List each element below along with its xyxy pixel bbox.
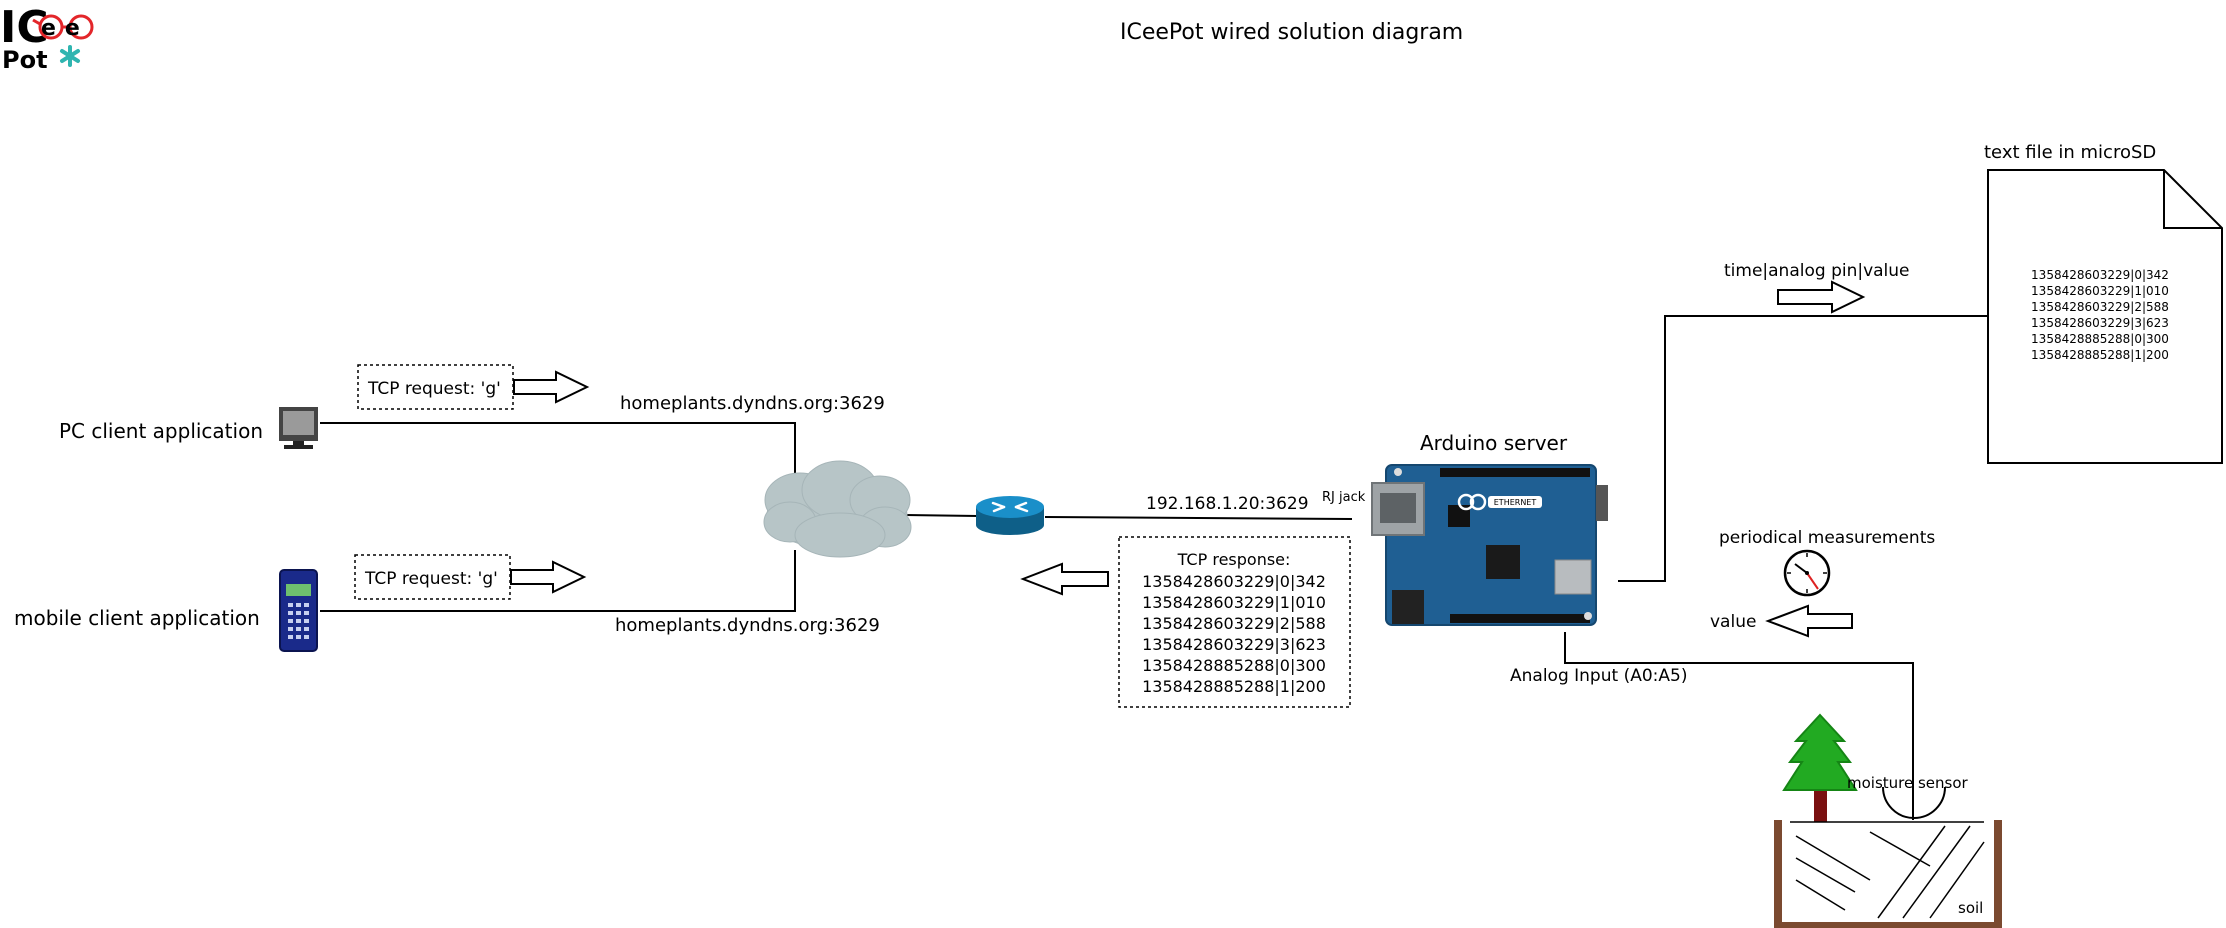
mobile-request-text: TCP request: 'g' [364,569,498,589]
tcp-response-line: 1358428603229|0|342 [1142,572,1326,591]
mobile-client-label: mobile client application [14,606,260,630]
file-format-label: time|analog pin|value [1724,261,1910,281]
router-address-label: 192.168.1.20:3629 [1146,494,1309,514]
value-arrow-icon [1765,604,1853,638]
file-line: 1358428603229|0|342 [2031,268,2169,282]
tcp-response-title: TCP response: [1177,550,1291,569]
tcp-response-line: 1358428885288|0|300 [1142,656,1326,675]
pc-client-label: PC client application [59,419,263,443]
tcp-response-line: 1358428885288|1|200 [1142,677,1326,696]
connection-lines [320,315,1988,820]
arduino-label: Arduino server [1420,431,1568,455]
response-arrow-icon [1020,562,1109,596]
tcp-response-line: 1358428603229|2|588 [1142,614,1326,633]
mobile-request-arrow-icon [510,560,587,594]
mobile-address-label: homeplants.dyndns.org:3629 [615,615,880,636]
logo-line2: Pot [2,46,48,74]
measurements-label: periodical measurements [1719,528,1935,548]
pc-request-box: TCP request: 'g' [357,364,514,410]
mobile-request-box: TCP request: 'g' [354,554,511,600]
moisture-sensor-icon [1882,786,1946,819]
text-file-icon: 1358428603229|0|342 1358428603229|1|010 … [1987,169,2223,464]
file-line: 1358428885288|0|300 [2031,332,2169,346]
arduino-board-icon: ETHERNET [1371,464,1608,626]
file-line: 1358428603229|3|623 [2031,316,2169,330]
storage-title: text file in microSD [1984,142,2156,163]
pc-monitor-icon [279,407,318,449]
tcp-response-box: TCP response: 1358428603229|0|342 135842… [1118,536,1351,708]
pc-request-text: TCP request: 'g' [367,379,501,399]
rj-jack-label: RJ jack [1322,490,1366,505]
mobile-phone-icon [279,569,318,652]
clock-icon [1783,549,1831,597]
logo-eyes: ee [41,16,89,41]
file-line: 1358428603229|2|588 [2031,300,2169,314]
file-line: 1358428885288|1|200 [2031,348,2169,362]
write-arrow-icon [1777,280,1866,314]
pc-address-label: homeplants.dyndns.org:3629 [620,393,885,414]
snowflake-icon [60,45,80,67]
pc-request-arrow-icon [513,370,590,404]
tcp-response-line: 1358428603229|3|623 [1142,635,1326,654]
router-icon [976,496,1044,535]
analog-input-label: Analog Input (A0:A5) [1510,666,1687,686]
tcp-response-line: 1358428603229|1|010 [1142,593,1326,612]
moisture-sensor-label: moisture sensor [1847,774,1969,792]
diagram-title: ICeePot wired solution diagram [1120,20,1463,45]
file-line: 1358428603229|1|010 [2031,284,2169,298]
internet-cloud-icon [763,460,912,558]
icee-pot-logo: IC ee Pot [0,2,94,74]
soil-label: soil [1958,899,1983,917]
value-label: value [1710,612,1756,632]
tree-icon [1782,713,1858,822]
arduino-board-text: ETHERNET [1494,498,1537,507]
plant-pot-icon [1774,820,2002,928]
